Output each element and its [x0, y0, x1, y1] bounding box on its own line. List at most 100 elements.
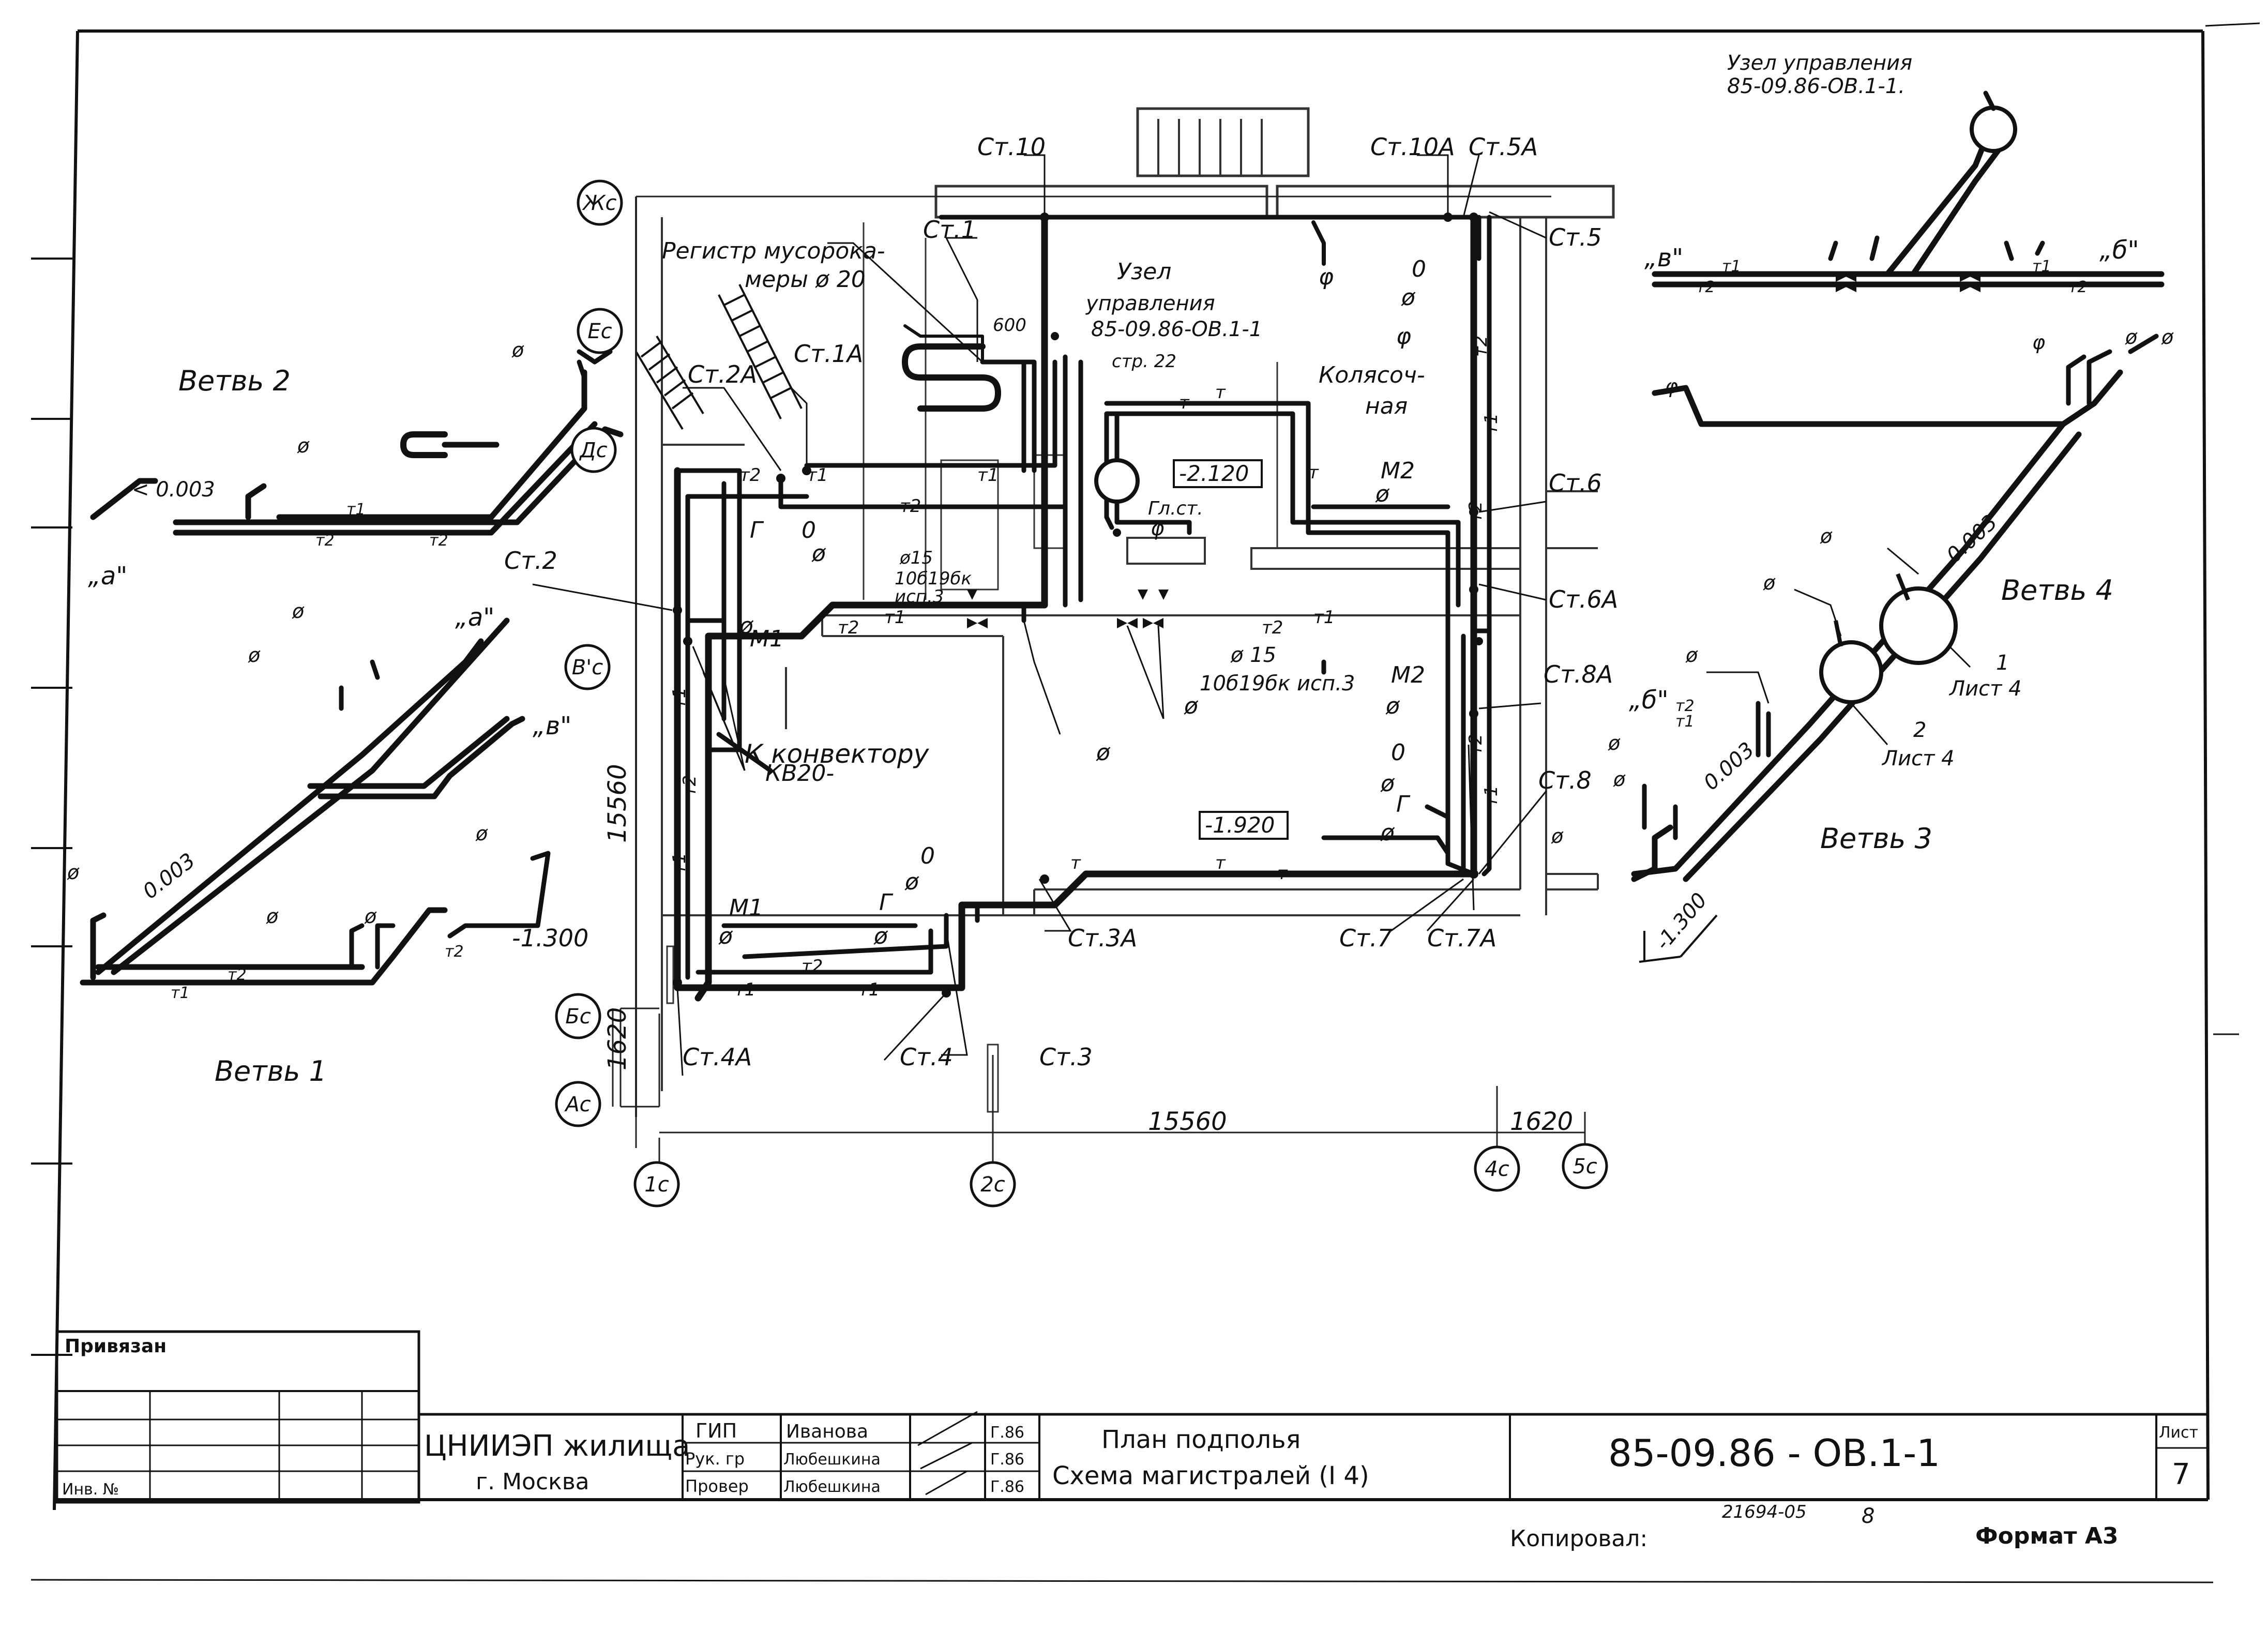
room-label-line1: Колясоч-	[1319, 362, 1425, 388]
tag-t1-2: т1	[807, 465, 828, 486]
zero-label-4: 0	[920, 843, 935, 869]
dia-label-12: ø	[1375, 481, 1390, 507]
dia-label-10: ø	[873, 923, 888, 949]
register-dim: 600	[993, 315, 1026, 336]
node-label-line2: управления	[1085, 292, 1215, 315]
dia-branch-12: ø	[1763, 571, 1776, 594]
dia-label-5: ø	[1096, 739, 1111, 766]
convector-label-line1: К конвектору	[745, 739, 930, 769]
inv-label: Инв. №	[62, 1481, 119, 1499]
tag-t-3: т	[1308, 462, 1319, 483]
dia-branch-3: ø	[292, 600, 305, 623]
dia-branch-6: ø	[266, 905, 279, 928]
mark-a-b1: „а"	[455, 603, 494, 632]
dia-branch-16: ø	[1613, 768, 1626, 791]
org-line1: ЦНИИЭП жилища	[424, 1429, 690, 1463]
date-2: Г.86	[990, 1451, 1024, 1469]
stand-label-st4a: Ст.4А	[683, 1043, 752, 1071]
valve-note-2a: ø 15	[1230, 643, 1276, 667]
slope-label-b2: < 0.003	[132, 478, 215, 502]
tag-t2-4: т2	[1262, 617, 1283, 638]
mark-b-right: „б"	[2099, 236, 2139, 265]
tag-b3-t1: т1	[1675, 713, 1695, 731]
axis-bubble-bc	[555, 993, 601, 1039]
stand-label-st1: Ст.1	[923, 216, 976, 244]
axis-label-ac: Ас	[564, 1093, 591, 1116]
axis-label-bc: Бс	[565, 1005, 591, 1029]
zero-label-1: 0	[1412, 256, 1426, 282]
valve-note-1a: ø15	[899, 548, 933, 568]
name-2: Любешкина	[783, 1451, 881, 1469]
date-3: Г.86	[990, 1478, 1024, 1496]
tag-t2-7: т2	[1471, 336, 1491, 357]
stand-label-st1a: Ст.1А	[794, 340, 863, 368]
stand-label-st4: Ст.4	[900, 1043, 953, 1071]
axis-bubble-zhc	[577, 179, 623, 226]
svg-text:-2.120: -2.120	[1179, 461, 1249, 486]
title-block	[55, 1330, 2208, 1504]
register-label-line1: Регистр мусорока-	[662, 238, 885, 264]
stand-label-st5a: Ст.5А	[1469, 133, 1538, 161]
level-box-2120: -2.120	[1173, 459, 1263, 488]
tag-t1-4: т1	[1313, 607, 1335, 628]
node-label-line4: стр. 22	[1112, 351, 1176, 372]
stand-label-st3a: Ст.3А	[1068, 924, 1137, 952]
m2-label-1: М2	[1381, 458, 1415, 484]
axis-bubble-1c	[633, 1161, 680, 1207]
tag-b3-t2: т2	[1675, 697, 1695, 715]
stand-label-st7a: Ст.7А	[1427, 924, 1496, 952]
stand-label-st2a: Ст.2А	[688, 360, 757, 388]
sheet4-ref-2-no: 2	[1913, 718, 1926, 742]
tag-t1-3: т1	[884, 607, 905, 628]
stand-label-st8: Ст.8	[1538, 766, 1592, 794]
tag-t2-9: т2	[1465, 734, 1486, 755]
tag-b2-t2a: т2	[315, 532, 335, 550]
axis-label-5c: 5с	[1573, 1155, 1597, 1179]
phi-label-3: φ	[1151, 517, 1164, 540]
branch-diagrams-left	[80, 349, 624, 986]
dim-horizontal-small: 1620	[1510, 1107, 1573, 1136]
phi-label-2: φ	[1396, 323, 1411, 350]
g-label-2: Г	[1396, 791, 1411, 818]
sheet-label: Лист	[2159, 1424, 2198, 1442]
dia-branch-7: ø	[364, 905, 377, 928]
phi-branch-1: φ	[2032, 331, 2045, 354]
dia-label-7: ø	[1380, 771, 1395, 797]
convector-label-line2: КВ20-	[765, 760, 834, 787]
axis-bubble-5c	[1562, 1143, 1608, 1189]
tag-t1-8: т1	[669, 853, 690, 874]
inventory-sub: 8	[1862, 1504, 1874, 1528]
sheet4-ref-2-label: Лист 4	[1881, 747, 1955, 771]
tag-t2-2: т2	[900, 496, 921, 517]
tag-b1-t1: т1	[171, 984, 190, 1002]
tag-b1-t2: т2	[228, 966, 247, 984]
dia-label-1: ø	[1401, 284, 1416, 311]
axis-label-1c: 1с	[644, 1173, 669, 1197]
phi-branch-2: φ	[1665, 375, 1678, 398]
dia-branch-11: ø	[1820, 525, 1833, 548]
org-line2: г. Москва	[476, 1469, 589, 1495]
sheet4-ref-1-no: 1	[1996, 651, 2009, 675]
copied-label: Копировал:	[1510, 1526, 1647, 1552]
tag-t1-10: т1	[1481, 786, 1502, 807]
level-1300-b3: -1.300	[1651, 888, 1712, 955]
mark-a-b2: „а"	[88, 562, 127, 591]
dim-vertical-small: 1620	[603, 1007, 632, 1070]
m2-label-2: М2	[1391, 662, 1425, 688]
tag-t2-3: т2	[838, 617, 859, 638]
dia-label-2: ø	[811, 540, 826, 567]
dia-branch-4: ø	[248, 644, 261, 667]
m1-label-2: М1	[729, 895, 763, 921]
axis-bubble-vc	[564, 644, 611, 690]
sheet-title-line2: Схема магистралей (I 4)	[1052, 1461, 1369, 1490]
dim-vertical-main: 15560	[603, 764, 632, 843]
stand-label-st2: Ст.2	[504, 547, 557, 575]
tag-b2-t1: т1	[346, 501, 366, 519]
mark-v-right: „в"	[1644, 244, 1683, 273]
valve-note-1b: 10б19бк	[895, 568, 972, 589]
gl-st-label: Гл.ст.	[1148, 498, 1203, 519]
dia-branch-1: ø	[511, 339, 524, 361]
dia-branch-10: ø	[2161, 326, 2174, 349]
tag-b1-t2b: т2	[445, 943, 464, 961]
